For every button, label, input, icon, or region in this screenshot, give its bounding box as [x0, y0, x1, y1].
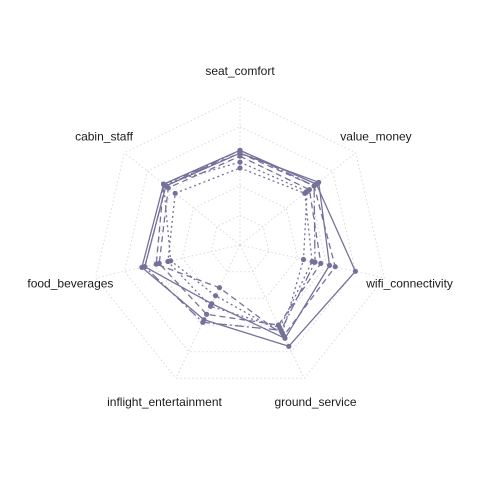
- data-point: [172, 190, 178, 196]
- radar-grid: [95, 96, 385, 379]
- axis-label: inflight_entertainment: [107, 395, 222, 409]
- data-point: [207, 303, 214, 309]
- spoke-4: [239, 244, 305, 379]
- series-line: [141, 149, 357, 347]
- data-point: [237, 147, 243, 153]
- data-point: [326, 262, 333, 268]
- spoke-2: [239, 152, 357, 246]
- series-7: [142, 147, 318, 333]
- data-point: [318, 260, 324, 266]
- data-point: [237, 153, 243, 159]
- data-point: [156, 260, 162, 266]
- spoke-3: [239, 244, 385, 279]
- data-point: [200, 319, 206, 325]
- axis-label: value_money: [340, 130, 411, 144]
- data-point: [302, 190, 308, 196]
- data-point: [332, 264, 338, 270]
- data-point: [300, 256, 307, 263]
- series-line: [144, 152, 331, 339]
- data-point: [165, 258, 171, 265]
- spoke-6: [95, 244, 241, 279]
- data-point: [352, 268, 358, 274]
- series-line: [167, 167, 313, 329]
- spoke-5: [175, 244, 241, 379]
- data-point: [163, 183, 169, 189]
- spoke-7: [123, 152, 241, 246]
- axis-label: ground_service: [274, 395, 356, 409]
- data-point: [316, 179, 322, 185]
- data-point: [278, 327, 284, 333]
- axis-label: food_beverages: [27, 277, 113, 291]
- axis-label: cabin_staff: [75, 130, 133, 144]
- series-line: [158, 155, 322, 326]
- data-point: [312, 259, 318, 265]
- data-point: [237, 165, 243, 171]
- data-point: [311, 183, 317, 189]
- axis-labels: seat_comfort value_money wifi_connectivity…: [27, 64, 453, 409]
- data-point: [213, 293, 219, 299]
- axis-label: wifi_connectivity: [365, 277, 453, 291]
- grid-ring-2: [181, 185, 299, 299]
- data-point: [204, 311, 210, 317]
- series-line: [144, 149, 316, 331]
- series-line: [162, 161, 308, 334]
- data-point: [237, 159, 243, 165]
- axis-label: seat_comfort: [205, 64, 275, 78]
- radar-series: [139, 147, 358, 349]
- data-point: [142, 264, 148, 270]
- series-4: [156, 153, 324, 328]
- series-1: [139, 147, 358, 349]
- data-point: [216, 285, 223, 291]
- grid-ring-5: [95, 96, 385, 379]
- data-point: [286, 343, 292, 349]
